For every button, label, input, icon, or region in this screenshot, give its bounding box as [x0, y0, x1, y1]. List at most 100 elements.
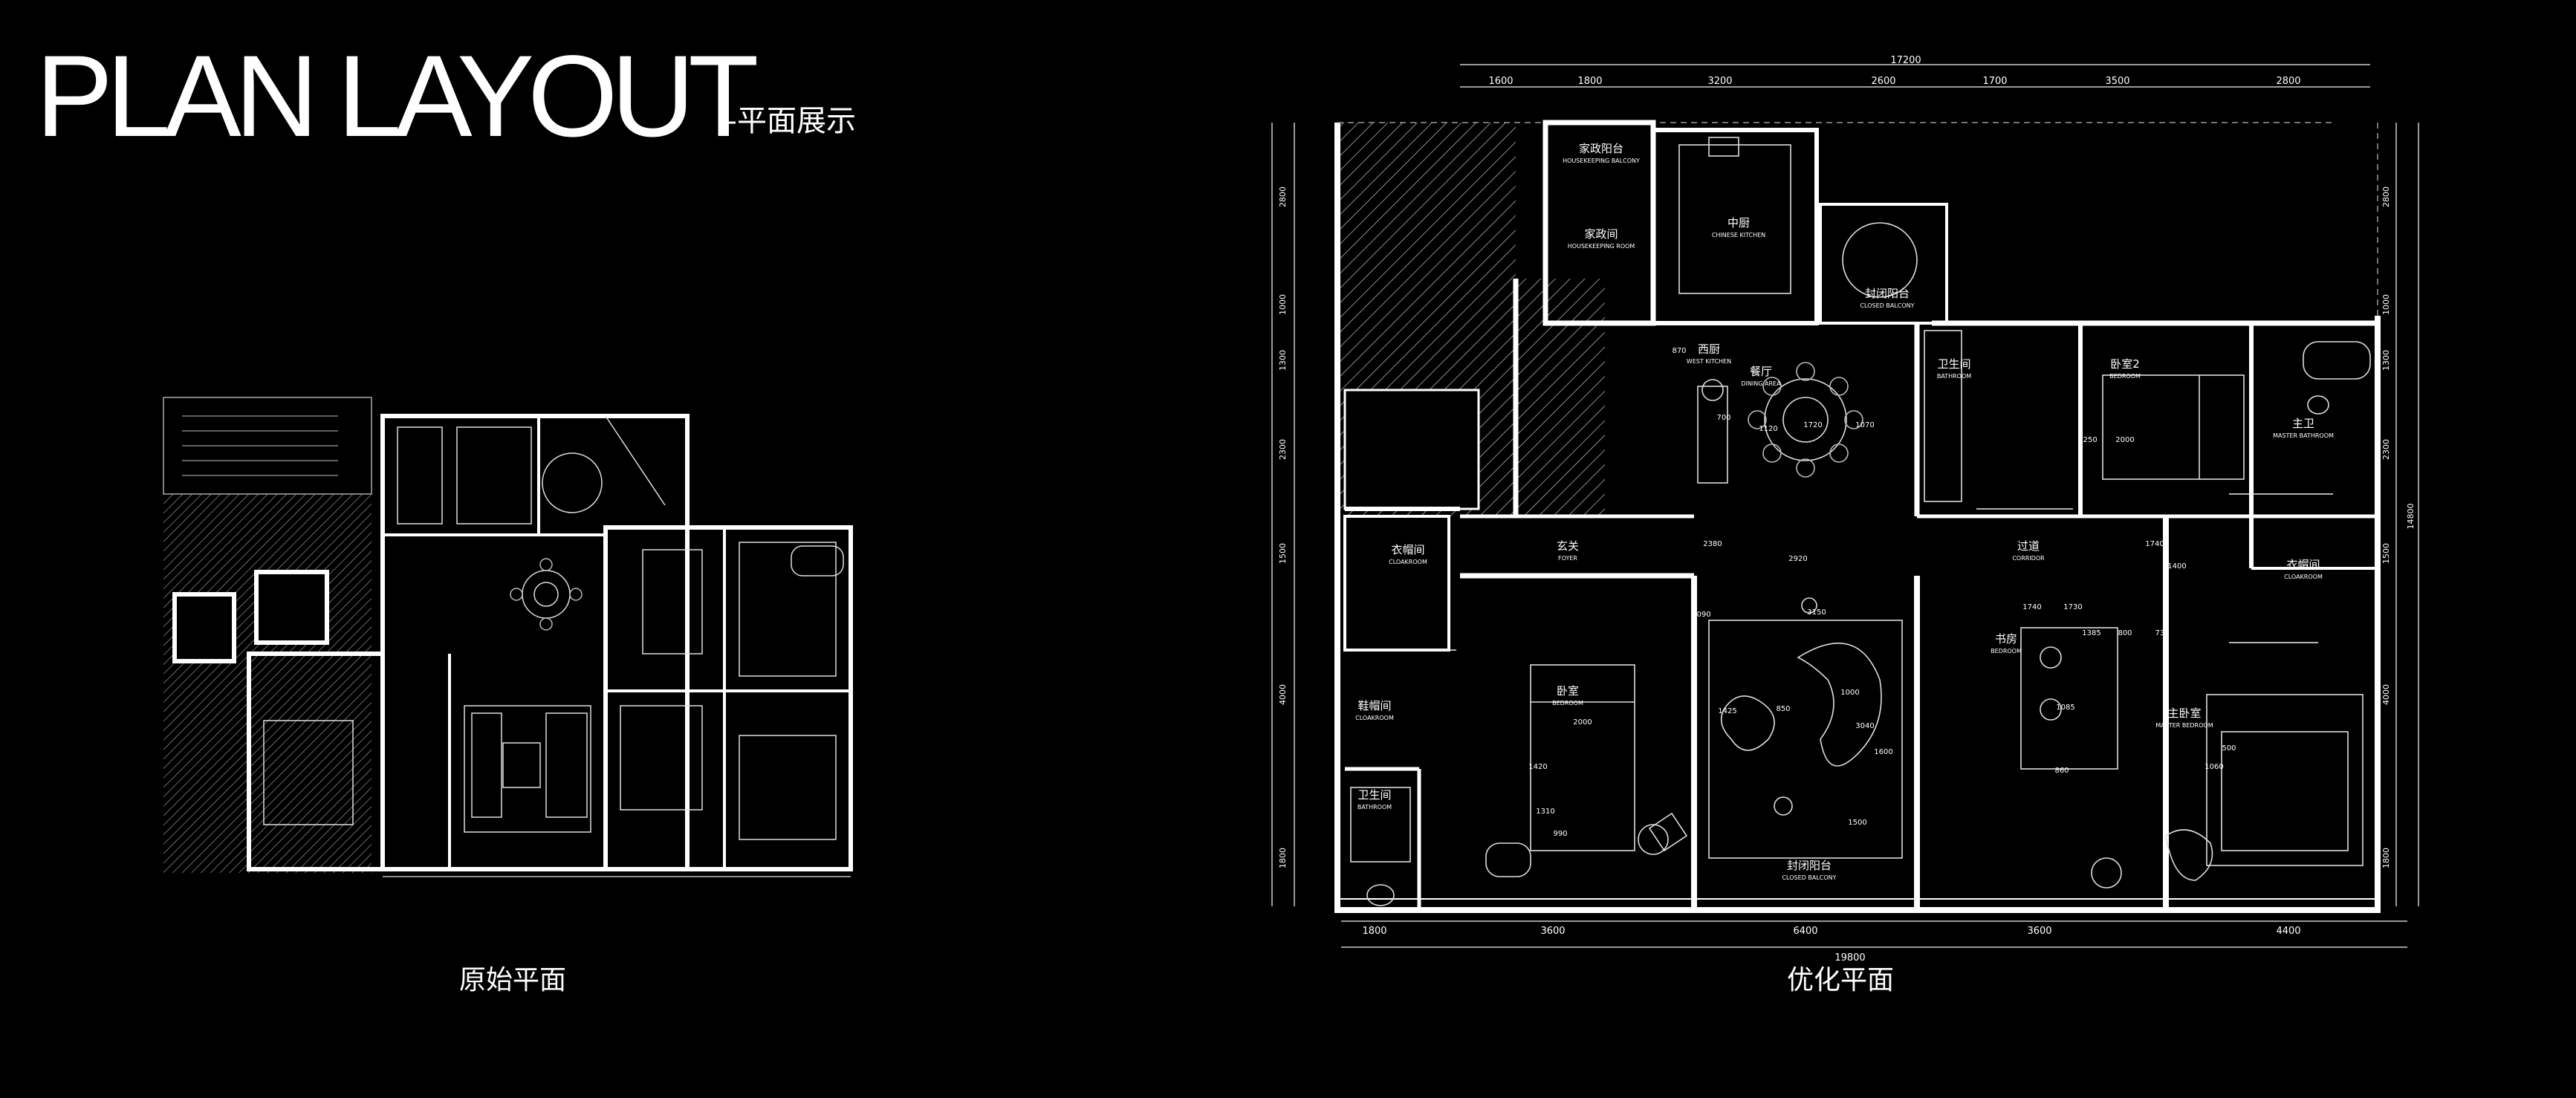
original-plan-drawing	[163, 397, 853, 877]
dining-table	[1764, 378, 1847, 461]
dim-left-3: 2300	[1278, 439, 1288, 460]
dim-bottom-3: 3600	[2027, 926, 2051, 937]
dim-left-6: 1800	[1278, 848, 1288, 868]
room-label-en-bathroom-left: BATHROOM	[1357, 804, 1392, 810]
mid-bedroom-bed	[620, 705, 703, 810]
dim-right-3: 2300	[2381, 439, 2391, 460]
dim-left-2: 1300	[1278, 350, 1288, 371]
dim-top-3: 3200	[1707, 76, 1732, 87]
dim-bottom-4: 4400	[2276, 926, 2300, 937]
room-label-cn-bedroom-left: 卧室	[1557, 684, 1579, 698]
dim-inner-21: 1085	[2056, 704, 2074, 712]
dim-right-4: 1500	[2381, 543, 2391, 564]
dim-inner-17: 1400	[2167, 562, 2186, 571]
dim-inner-14: 1500	[1848, 819, 1866, 827]
room-label-cn-bathroom-mid: 卫生间	[1937, 357, 1970, 371]
dim-top-2: 1800	[1577, 76, 1602, 87]
room-label-cn-cloakroom-left: 衣帽间	[1391, 543, 1424, 556]
room-label-cn-west-kitchen: 西厨	[1698, 342, 1720, 356]
original-floor-plan	[160, 394, 866, 884]
room-label-en-bedroom-2: BEDROOM	[2109, 373, 2141, 380]
dim-inner-22: 860	[2054, 767, 2069, 775]
dim-inner-12: 3040	[1855, 722, 1874, 730]
dim-inner-16: 2000	[2115, 436, 2134, 444]
dim-inner-3: 1720	[1803, 421, 1822, 429]
room-label-en-master-bedroom: MASTER BEDROOM	[2155, 722, 2213, 729]
room-label-en-closed-balcony-top: CLOSED BALCONY	[1860, 302, 1914, 309]
dim-bottom-1: 3600	[1540, 926, 1565, 937]
dim-inner-26: 990	[1553, 830, 1567, 838]
room-label-en-shoe-room: CLOAKROOM	[1355, 715, 1394, 721]
living-area	[1708, 620, 1903, 859]
dim-inner-24: 500	[2222, 744, 2236, 753]
dimension-frame	[1271, 64, 2419, 948]
dim-inner-28: 2000	[1573, 718, 1592, 727]
room-label-cn-master-bedroom: 主卧室	[2167, 706, 2201, 720]
dim-left-5: 4000	[1278, 684, 1288, 705]
dim-inner-11: 1000	[1840, 689, 1859, 697]
dim-right-6: 1800	[2381, 848, 2391, 868]
dim-inner-9: 1425	[1718, 707, 1736, 715]
room-label-en-master-bathroom: MASTER BATHROOM	[2273, 432, 2334, 439]
closed-balcony-arc	[542, 452, 603, 513]
dim-inner-8: 3150	[1807, 608, 1826, 617]
dim-right-5: 4000	[2381, 684, 2391, 705]
dim-inner-7: 1090	[1692, 611, 1710, 619]
room-label-en-dining-area: DINING AREA	[1741, 380, 1781, 387]
room-label-cn-foyer: 玄关	[1557, 539, 1579, 553]
dim-top-4: 2600	[1871, 76, 1895, 87]
room-label-en-study: BEDROOM	[1991, 648, 2022, 654]
dim-inner-27: 1310	[1536, 808, 1554, 816]
dim-right-2: 1300	[2381, 350, 2391, 371]
round-balcony	[1842, 222, 1918, 298]
dimension-labels: 17200 1600 1800 3200 2600 1700 3500 2800 1800 360…	[1278, 56, 2416, 964]
room-label-en-cloakroom-left: CLOAKROOM	[1389, 559, 1427, 565]
dim-inner-13: 1600	[1874, 748, 1892, 756]
dim-inner-30: 1740	[2022, 603, 2041, 611]
page-title: PLAN LAYOUT	[36, 32, 759, 161]
room-label-cn-housekeeping-balcony: 家政阳台	[1579, 142, 1623, 155]
left-bedroom-bed	[263, 720, 354, 825]
room-label-en-chinese-kitchen: CHINESE KITCHEN	[1712, 232, 1765, 238]
left-bedroom-bed	[1530, 664, 1635, 851]
room-label-en-foyer: FOYER	[1558, 555, 1577, 562]
dim-top-6: 3500	[2105, 76, 2129, 87]
study-desk	[2020, 627, 2118, 770]
dim-right-0: 2800	[2381, 186, 2391, 207]
room-label-cn-bedroom-2: 卧室2	[2110, 357, 2140, 371]
dim-top-total: 17200	[1890, 56, 1921, 66]
dim-inner-25: 1420	[1528, 763, 1547, 771]
room-label-en-corridor: CORRIDOR	[2012, 555, 2045, 562]
room-label-cn-master-cloakroom: 衣帽间	[2286, 558, 2320, 571]
dim-left-1: 1000	[1278, 294, 1288, 315]
room-label-cn-chinese-kitchen: 中厨	[1727, 216, 1750, 230]
optimized-plan-caption: 优化平面	[1787, 965, 1895, 995]
room-label-en-master-cloakroom: CLOAKROOM	[2284, 574, 2323, 580]
room-label-en-closed-balcony-bottom: CLOSED BALCONY	[1782, 874, 1836, 881]
dim-left-0: 2800	[1278, 186, 1288, 207]
room-label-cn-study: 书房	[1995, 632, 2017, 646]
room-label-en-housekeeping-room: HOUSEKEEPING ROOM	[1568, 243, 1635, 250]
room-label-cn-closed-balcony-top: 封闭阳台	[1865, 287, 1910, 300]
dim-bottom-0: 1800	[1362, 926, 1386, 937]
dim-top-5: 1700	[1982, 76, 2007, 87]
dim-inner-5: 2380	[1703, 540, 1722, 548]
dim-left-4: 1500	[1278, 543, 1288, 564]
room-label-cn-shoe-room: 鞋帽间	[1357, 699, 1391, 712]
dim-inner-4: 1070	[1855, 421, 1874, 429]
curved-sofa	[1797, 642, 1882, 767]
dim-inner-19: 800	[2118, 629, 2132, 637]
dim-inner-10: 850	[1776, 705, 1790, 713]
page-subtitle: –平面展示	[722, 104, 856, 138]
original-plan-caption: 原始平面	[459, 965, 567, 995]
dim-inner-2: 1120	[1759, 425, 1777, 433]
room-label-cn-closed-balcony-bottom: 封闭阳台	[1787, 859, 1832, 872]
dim-inner-29: 1740	[2145, 540, 2164, 548]
bathtub	[791, 545, 844, 576]
dim-top-1: 1600	[1488, 76, 1513, 87]
original-plan-graphics	[163, 397, 853, 877]
